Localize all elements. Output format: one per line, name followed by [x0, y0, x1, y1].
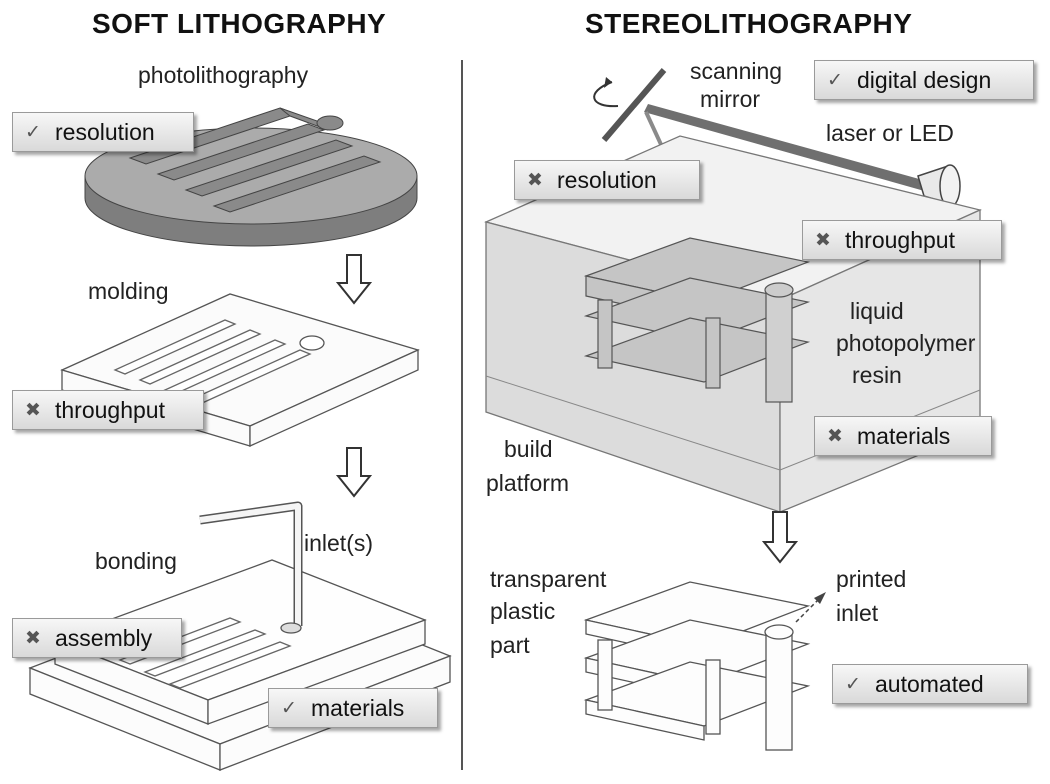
check-icon: ✓ — [25, 121, 41, 143]
mirror-label: mirror — [700, 86, 761, 112]
throughput-con-badge: ✖ throughput — [12, 390, 204, 430]
liquid-label: liquid — [850, 298, 904, 324]
inlets-label: inlet(s) — [304, 530, 374, 556]
part-label: part — [490, 632, 530, 658]
scanning-label: scanning — [690, 58, 783, 84]
resin-label: resin — [852, 362, 902, 388]
printed-lattice-in-vat — [583, 237, 811, 403]
throughput-con-badge: ✖ throughput — [802, 220, 1002, 260]
stereolithography-heading: STEREOLITHOGRAPHY — [585, 8, 913, 39]
plastic-label: plastic — [490, 598, 556, 624]
photopolymer-label: photopolymer — [836, 330, 976, 356]
materials-con-badge: ✖ materials — [814, 416, 992, 456]
check-icon: ✓ — [845, 673, 861, 695]
scanning-mirror — [593, 68, 667, 142]
down-arrow-icon — [335, 254, 373, 305]
assembly-con-badge: ✖ assembly — [12, 618, 182, 658]
bonding-label: bonding — [95, 548, 177, 574]
resolution-con-badge: ✖ resolution — [514, 160, 700, 200]
materials-pro-badge: ✓ materials — [268, 688, 438, 728]
cross-icon: ✖ — [25, 627, 41, 649]
laser-label: laser or LED — [826, 120, 954, 146]
printed-label: printed — [836, 566, 907, 592]
molding-label: molding — [88, 278, 169, 304]
badge-label: assembly — [55, 624, 153, 651]
transparent-label: transparent — [490, 566, 607, 592]
photolithography-label: photolithography — [138, 62, 309, 88]
cross-icon: ✖ — [815, 229, 831, 251]
inlet-label: inlet — [836, 600, 879, 626]
platform-label: platform — [486, 470, 570, 496]
transparent-plastic-part — [583, 581, 811, 751]
check-icon: ✓ — [827, 69, 843, 91]
photolithography-master — [84, 107, 418, 247]
build-label: build — [504, 436, 553, 462]
check-icon: ✓ — [281, 697, 297, 719]
badge-label: resolution — [55, 118, 155, 145]
badge-label: materials — [857, 422, 951, 449]
badge-label: digital design — [857, 66, 992, 93]
soft-lithography-heading: SOFT LITHOGRAPHY — [92, 8, 387, 39]
badge-label: resolution — [557, 166, 657, 193]
resolution-pro-badge: ✓ resolution — [12, 112, 194, 152]
printed-inlet-arrow — [795, 592, 826, 623]
down-arrow-icon — [335, 447, 373, 498]
badge-label: throughput — [55, 396, 165, 423]
down-arrow-icon — [761, 511, 799, 564]
badge-label: materials — [311, 694, 405, 721]
cross-icon: ✖ — [827, 425, 843, 447]
light-source-icon — [917, 164, 961, 208]
automated-pro-badge: ✓ automated — [832, 664, 1028, 704]
cross-icon: ✖ — [527, 169, 543, 191]
cross-icon: ✖ — [25, 399, 41, 421]
badge-label: automated — [875, 670, 984, 697]
badge-label: throughput — [845, 226, 955, 253]
digital-design-pro-badge: ✓ digital design — [814, 60, 1034, 100]
